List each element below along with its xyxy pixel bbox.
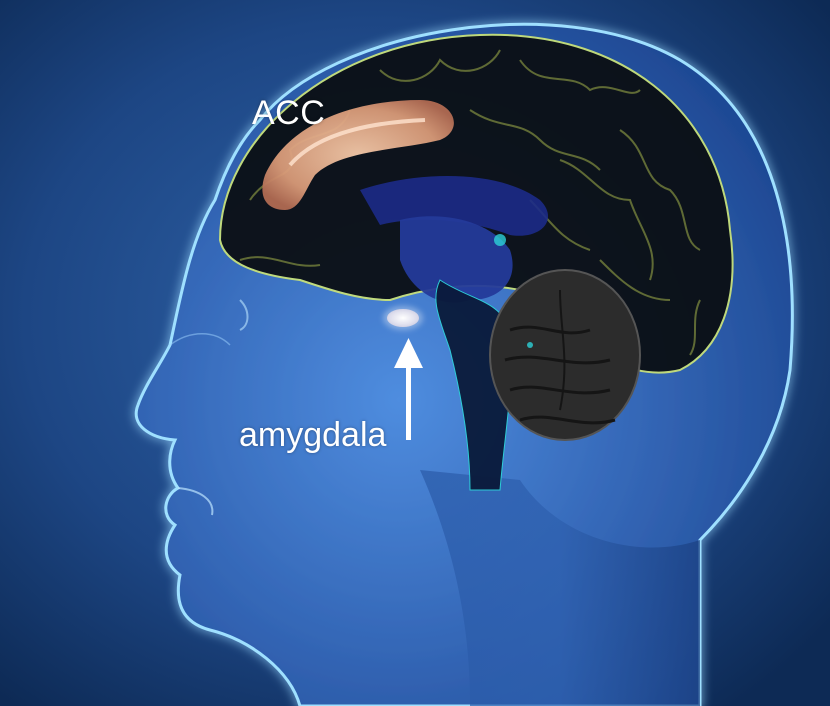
amygdala-label: amygdala [239,418,386,452]
acc-label: ACC [252,96,325,130]
cerebellum [490,270,640,440]
